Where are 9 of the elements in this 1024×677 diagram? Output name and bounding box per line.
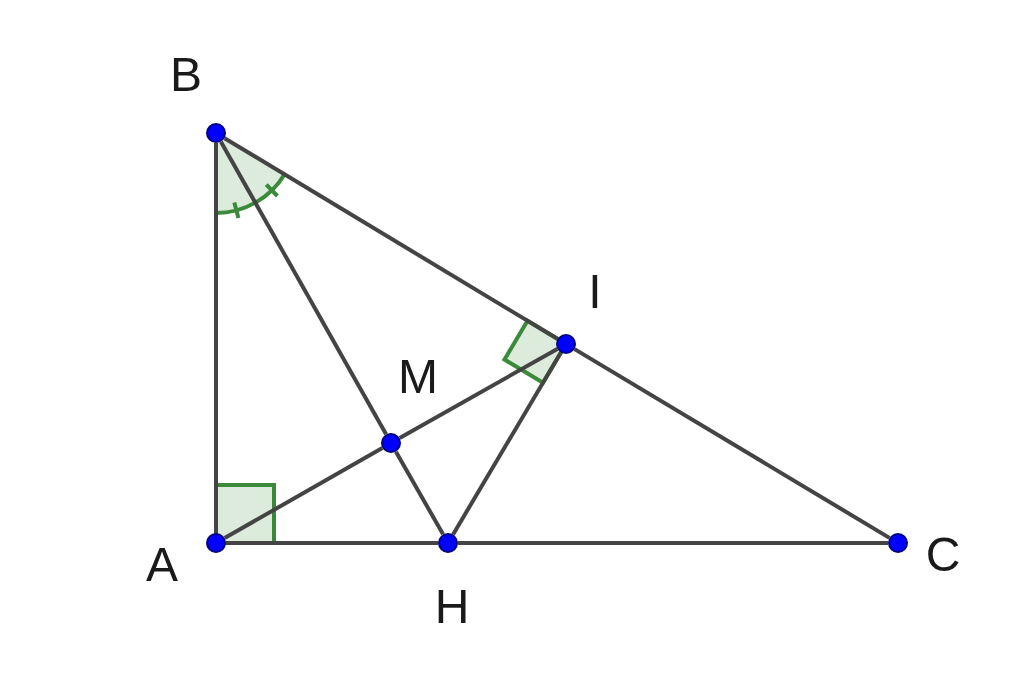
- point-label: M: [398, 353, 438, 401]
- point-label: I: [588, 268, 602, 316]
- point-label: H: [434, 583, 470, 631]
- line-segment: [226, 541, 438, 545]
- line-segment: [214, 143, 218, 533]
- point-label: A: [146, 541, 178, 589]
- line-segment: [458, 541, 888, 545]
- point-label: B: [170, 51, 202, 99]
- point-label: C: [925, 531, 961, 579]
